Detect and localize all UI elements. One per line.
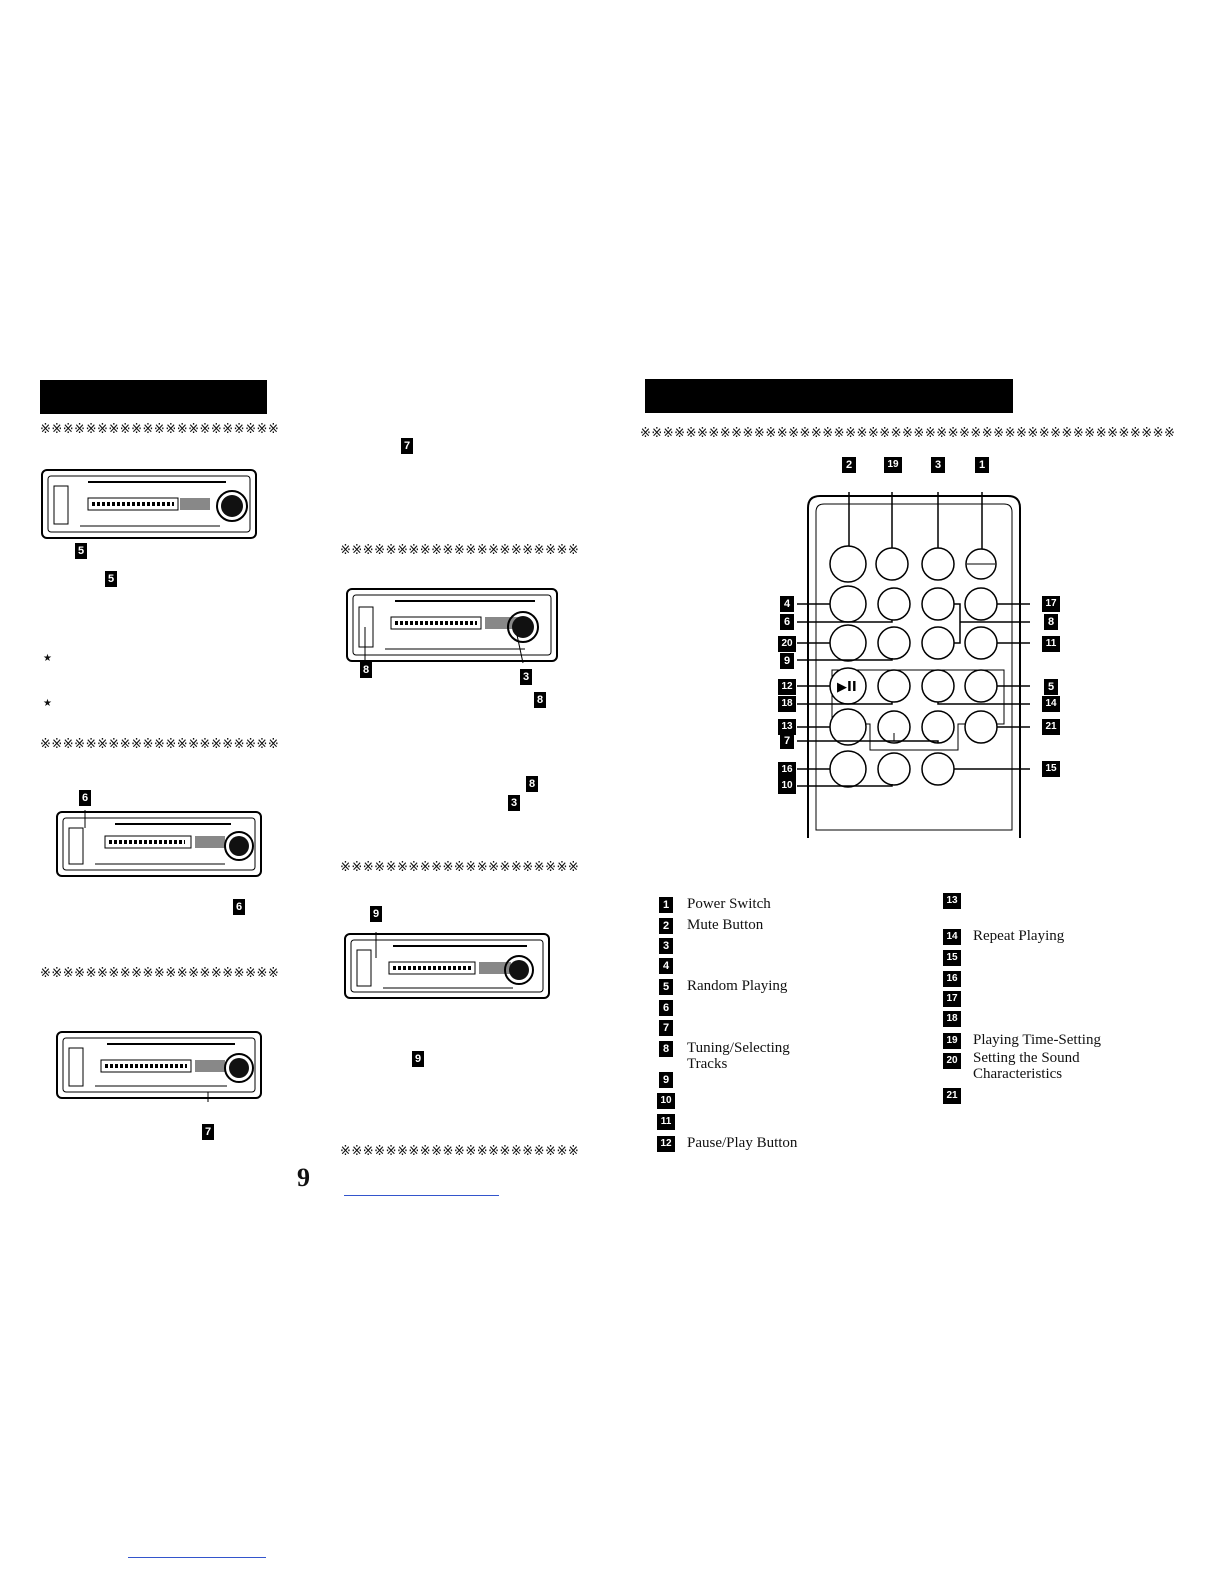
legend-num: 13 xyxy=(943,893,961,909)
legend-label: Playing Time-Setting xyxy=(973,1032,1101,1048)
legend-num: 12 xyxy=(657,1136,675,1152)
callout-9: 9 xyxy=(370,906,382,922)
legend-label-line2: Characteristics xyxy=(973,1066,1063,1082)
legend-num: 10 xyxy=(657,1093,675,1109)
callout-21: 21 xyxy=(1042,719,1060,735)
callout-3: 3 xyxy=(520,669,532,685)
callout-16: 16 xyxy=(778,762,796,778)
bullet-star: ★ xyxy=(43,698,52,709)
svg-text:▶II: ▶II xyxy=(837,680,857,695)
callout-9: 9 xyxy=(412,1051,424,1067)
car-stereo-illustration xyxy=(346,588,558,664)
right-header-bar xyxy=(645,379,1013,413)
separator: ※※※※※※※※※※※※※※※※※※※※※ xyxy=(340,860,580,875)
legend-label: Tuning/Selecting xyxy=(687,1040,790,1056)
legend-num: 1 xyxy=(659,897,673,913)
callout-6: 6 xyxy=(780,614,794,630)
separator: ※※※※※※※※※※※※※※※※※※※※※ xyxy=(40,966,280,981)
car-stereo-illustration xyxy=(56,1031,262,1102)
callout-8: 8 xyxy=(1044,614,1058,630)
callout-7: 7 xyxy=(780,733,794,749)
callout-8: 8 xyxy=(534,692,546,708)
link-underline[interactable] xyxy=(344,1195,499,1196)
callout-12: 12 xyxy=(778,679,796,695)
separator: ※※※※※※※※※※※※※※※※※※※※※ xyxy=(340,1144,580,1159)
legend-label: Mute Button xyxy=(687,917,764,933)
legend-num: 4 xyxy=(659,958,673,974)
callout-20: 20 xyxy=(778,636,796,652)
legend-num: 20 xyxy=(943,1053,961,1069)
legend-num: 2 xyxy=(659,918,673,934)
callout-17: 17 xyxy=(1042,596,1060,612)
legend-num: 8 xyxy=(659,1041,673,1057)
separator: ※※※※※※※※※※※※※※※※※※※※※ xyxy=(40,422,280,437)
car-stereo-illustration xyxy=(344,932,550,999)
callout-4: 4 xyxy=(780,596,794,612)
legend-num: 5 xyxy=(659,979,673,995)
car-stereo-illustration xyxy=(56,810,262,877)
legend-label: Pause/Play Button xyxy=(687,1135,798,1151)
remote-control-diagram: ▶II xyxy=(797,492,1030,838)
left-header-bar xyxy=(40,380,267,414)
callout-19: 19 xyxy=(884,457,902,473)
callout-6: 6 xyxy=(79,790,91,806)
legend-num: 19 xyxy=(943,1033,961,1049)
legend-label: Setting the Sound xyxy=(973,1050,1080,1066)
callout-14: 14 xyxy=(1042,696,1060,712)
callout-7: 7 xyxy=(401,438,413,454)
car-stereo-illustration xyxy=(41,469,257,539)
separator: ※※※※※※※※※※※※※※※※※※※※※※※※※※※※※※※※※※※※※※※※… xyxy=(640,426,1175,441)
callout-9: 9 xyxy=(780,653,794,669)
legend-num: 3 xyxy=(659,938,673,954)
link-underline[interactable] xyxy=(128,1557,266,1558)
legend-label: Power Switch xyxy=(687,896,771,912)
callout-13: 13 xyxy=(778,719,796,735)
callout-11: 11 xyxy=(1042,636,1060,652)
callout-8: 8 xyxy=(526,776,538,792)
legend-num: 14 xyxy=(943,929,961,945)
legend-label-line2: Tracks xyxy=(687,1056,728,1072)
callout-8: 8 xyxy=(360,662,372,678)
callout-2: 2 xyxy=(842,457,856,473)
legend-num: 21 xyxy=(943,1088,961,1104)
legend-num: 7 xyxy=(659,1020,673,1036)
legend-num: 17 xyxy=(943,991,961,1007)
legend-num: 9 xyxy=(659,1072,673,1088)
callout-1: 1 xyxy=(975,457,989,473)
callout-15: 15 xyxy=(1042,761,1060,777)
callout-18: 18 xyxy=(778,696,796,712)
callout-10: 10 xyxy=(778,778,796,794)
page-number: 9 xyxy=(297,1163,310,1192)
callout-5: 5 xyxy=(75,543,87,559)
separator: ※※※※※※※※※※※※※※※※※※※※※ xyxy=(40,737,280,752)
separator: ※※※※※※※※※※※※※※※※※※※※※ xyxy=(340,543,580,558)
legend-num: 6 xyxy=(659,1000,673,1016)
callout-6: 6 xyxy=(233,899,245,915)
callout-3: 3 xyxy=(931,457,945,473)
callout-7: 7 xyxy=(202,1124,214,1140)
legend-num: 11 xyxy=(657,1114,675,1130)
legend-num: 16 xyxy=(943,971,961,987)
callout-5: 5 xyxy=(105,571,117,587)
callout-3: 3 xyxy=(508,795,520,811)
legend-num: 18 xyxy=(943,1011,961,1027)
legend-label: Repeat Playing xyxy=(973,928,1065,944)
callout-5: 5 xyxy=(1044,679,1058,695)
bullet-star: ★ xyxy=(43,653,52,664)
legend-num: 15 xyxy=(943,950,961,966)
legend-label: Random Playing xyxy=(687,978,788,994)
